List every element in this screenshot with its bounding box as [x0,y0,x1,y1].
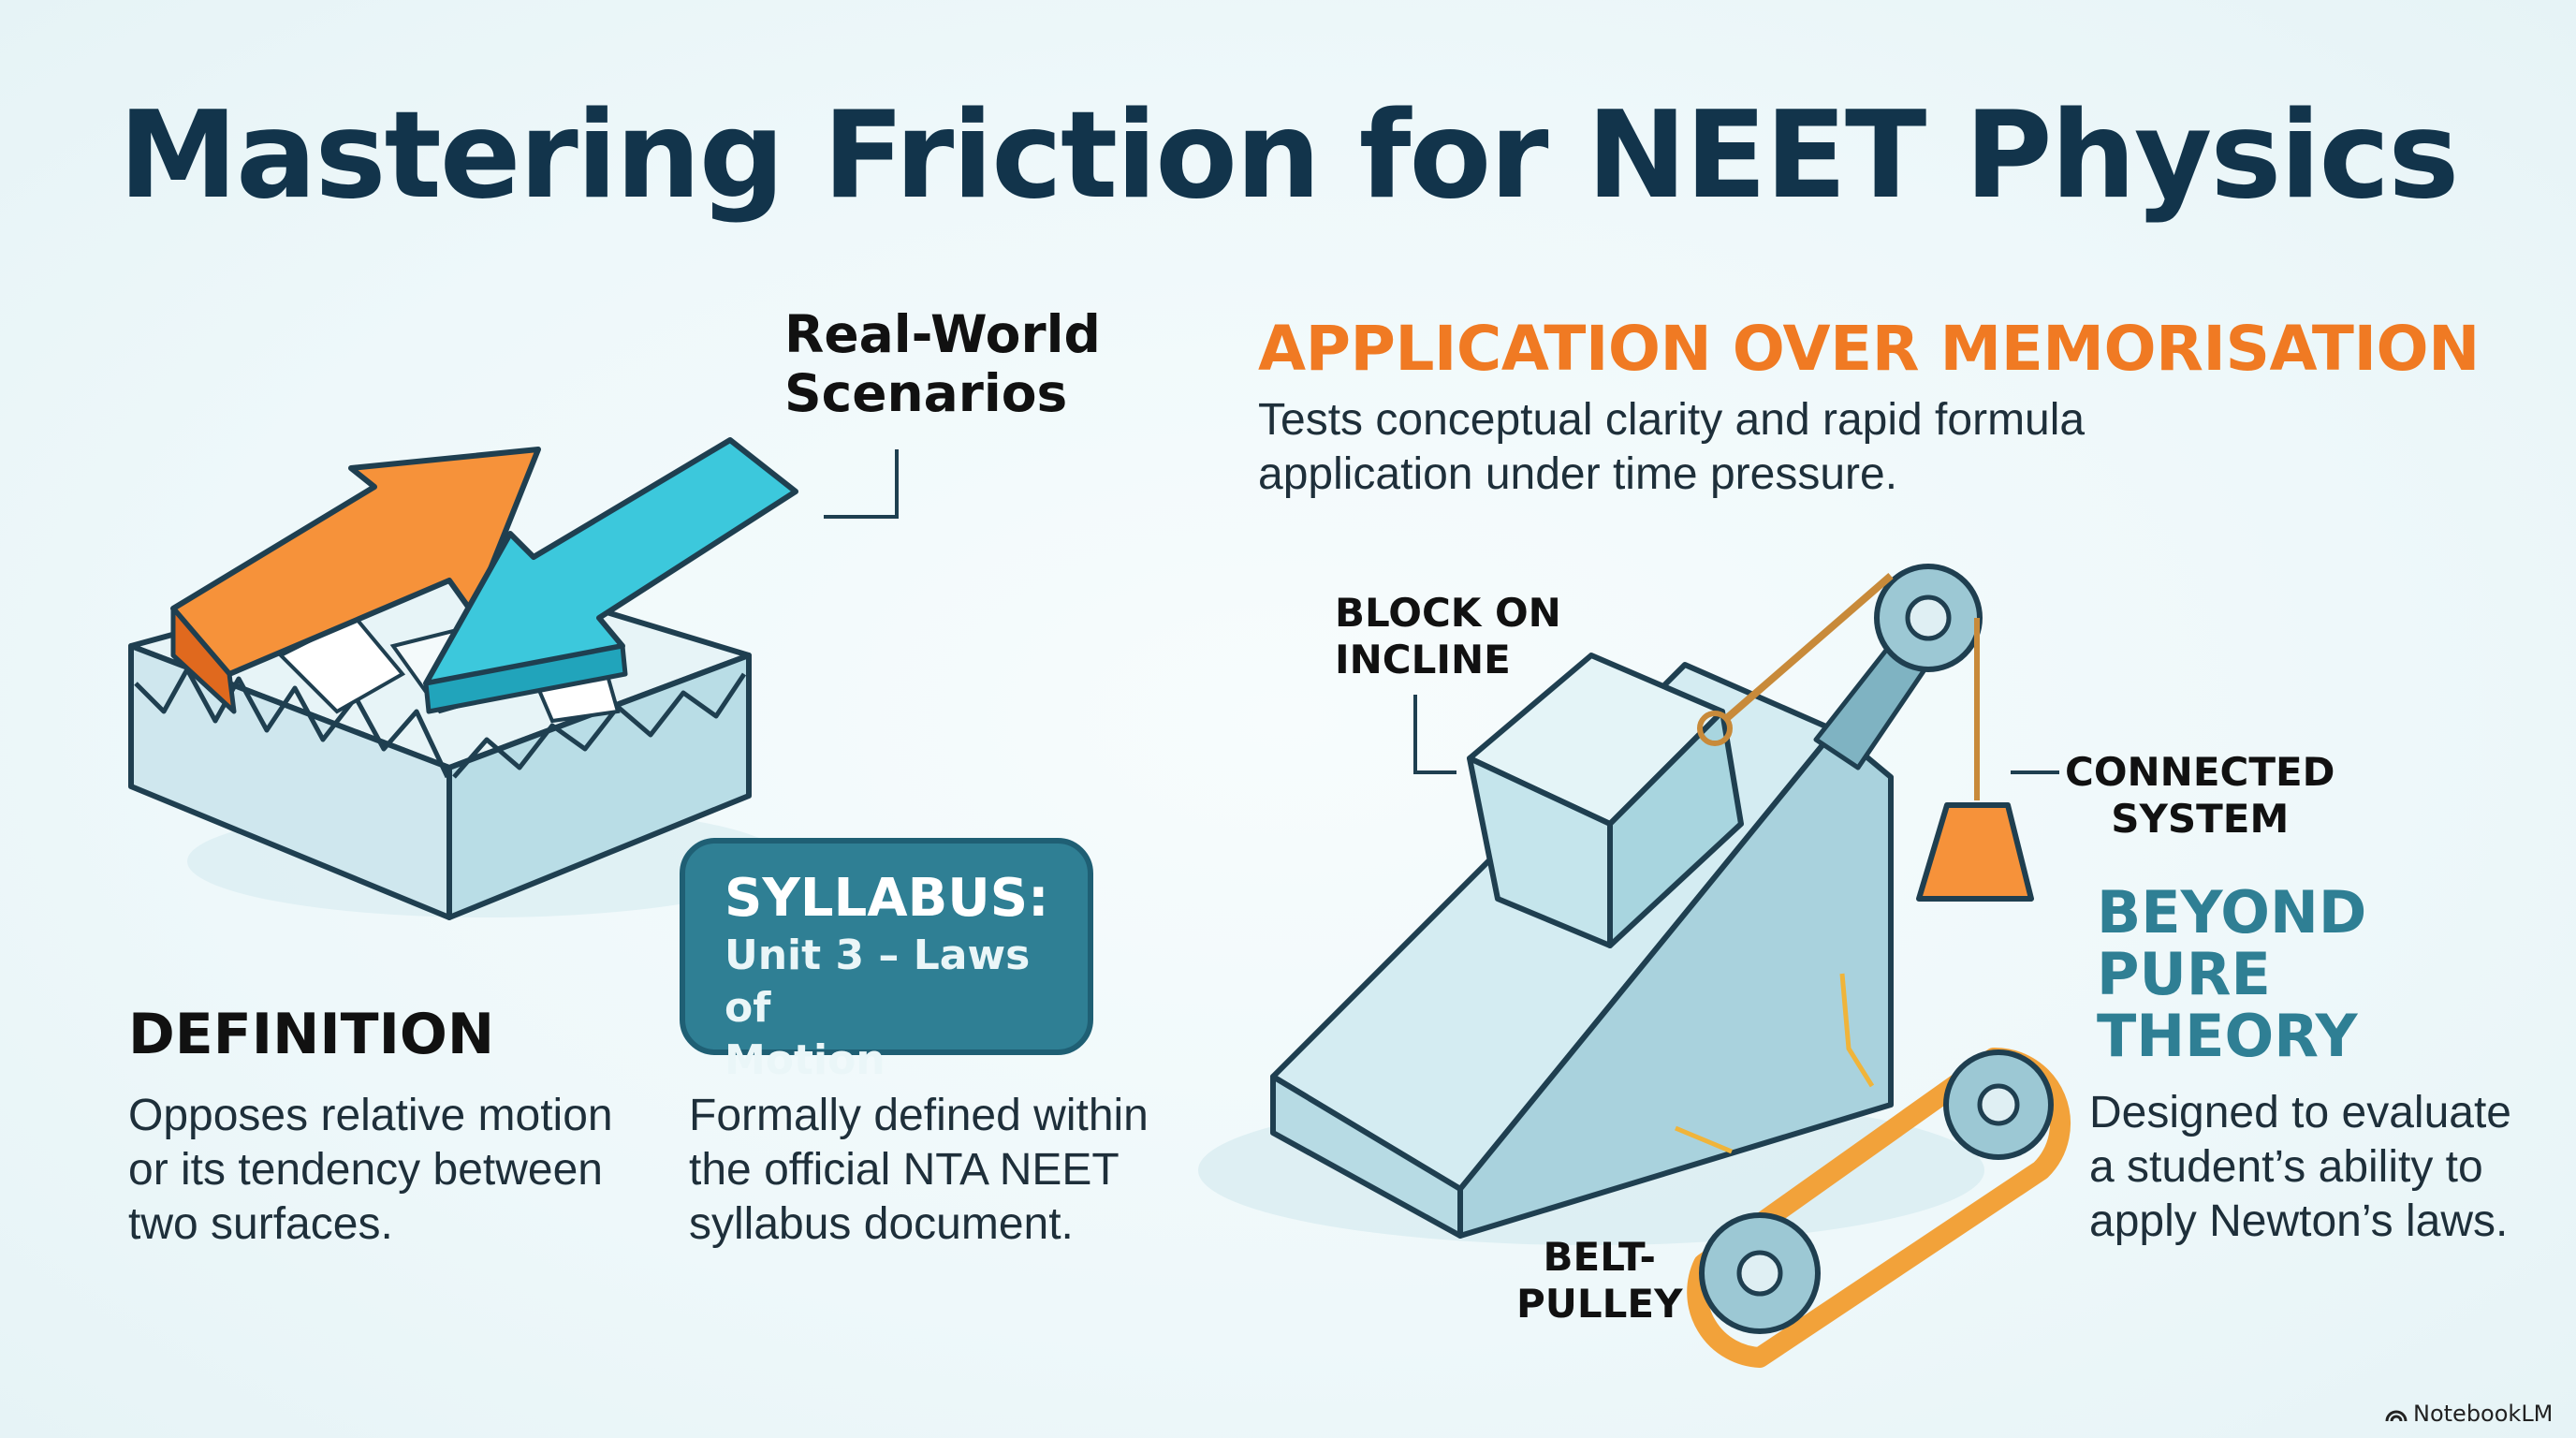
notebooklm-text: NotebookLM [2413,1401,2554,1427]
incline-illustration [1270,564,2071,1368]
syllabus-sub-line2: Motion [724,1036,886,1084]
beyond-theory-heading: BEYOND PURE THEORY [2097,882,2366,1067]
application-text: Tests conceptual clarity and rapid formu… [1258,395,2086,499]
real-world-connector [824,449,899,519]
syllabus-sub-line1: Unit 3 – Laws of [724,932,1031,1032]
syllabus-badge: SYLLABUS: Unit 3 – Laws of Motion [680,838,1093,1084]
connected-system-label: CONNECTED SYSTEM [2065,749,2335,843]
application-heading: APPLICATION OVER MEMORISATION [1258,313,2480,385]
beyond-line2: PURE [2097,940,2271,1008]
syllabus-title: SYLLABUS: [724,868,1049,929]
beyond-line1: BEYOND [2097,878,2367,946]
beyond-line3: THEORY [2097,1002,2358,1070]
block-label-line2: INCLINE [1335,637,1511,682]
definition-heading: DEFINITION [128,1002,495,1067]
cyan-force-arrow [423,437,798,714]
real-world-line1: Real-World [784,304,1101,364]
real-world-line2: Scenarios [784,363,1068,423]
connected-label-line2: SYSTEM [2111,796,2290,842]
block-label-line1: BLOCK ON [1335,590,1561,636]
belt-pulley-label: BELT- PULLEY [1516,1234,1683,1328]
connected-label-line1: CONNECTED [2065,749,2335,795]
belt-label-line1: BELT- [1543,1234,1656,1280]
beyond-theory-text: Designed to evaluate a student’s ability… [2089,1088,2511,1246]
definition-text: Opposes relative motion or its tendency … [128,1091,613,1249]
belt-label-line2: PULLEY [1516,1281,1683,1327]
block-connector [1413,695,1456,774]
notebooklm-icon [2385,1410,2408,1422]
block-on-incline-label: BLOCK ON INCLINE [1335,590,1561,683]
page-title: Mastering Friction for NEET Physics [118,86,2460,226]
syllabus-text: Formally defined within the official NTA… [689,1091,1149,1249]
real-world-label: Real-World Scenarios [784,305,1101,423]
notebooklm-logo: NotebookLM [2385,1401,2553,1427]
orange-force-arrow [170,447,541,714]
syllabus-subtitle: Unit 3 – Laws of Motion [724,930,1088,1087]
